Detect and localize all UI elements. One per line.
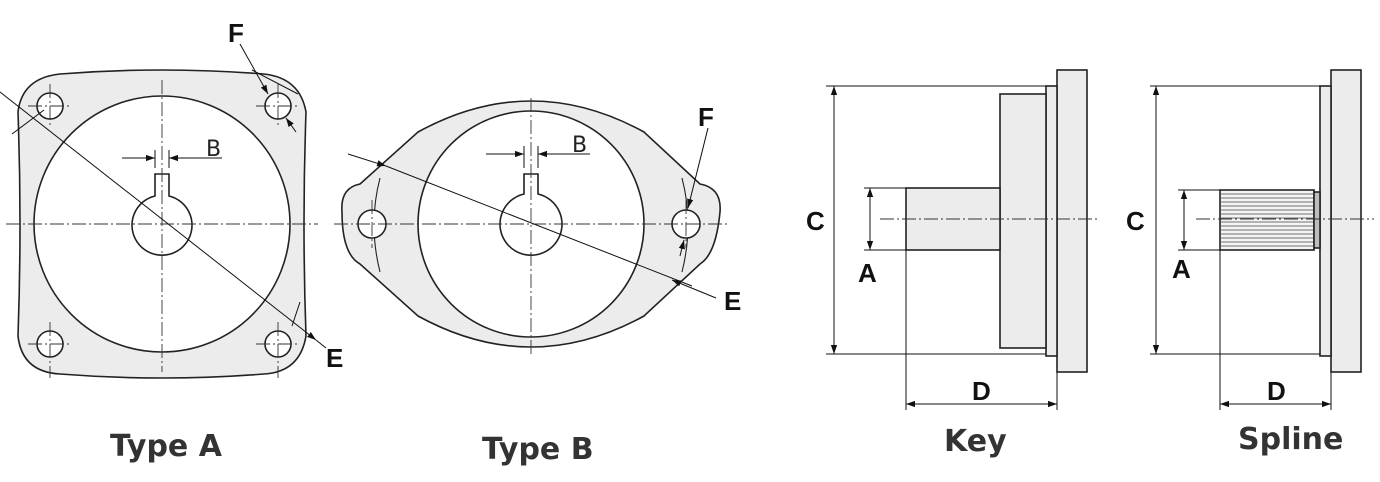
spline-label-a: A: [1172, 254, 1191, 284]
spline-flange-plate: [1330, 69, 1362, 373]
type-b-flange-view: F B E Type B: [334, 98, 741, 467]
spline-teeth: [1220, 193, 1314, 247]
key-flange-step: [1045, 85, 1058, 357]
type-b-label-e: E: [724, 286, 741, 316]
key-caption: Key: [944, 424, 1007, 459]
spline-label-d: D: [1267, 376, 1286, 406]
key-label-c: C: [806, 206, 825, 236]
type-a-label-e: E: [326, 343, 343, 373]
key-pilot-boss: [999, 93, 1047, 349]
key-shaft-side-view: C A D Key: [806, 69, 1100, 459]
key-label-d: D: [972, 376, 991, 406]
spline-shaft-side-view: C A D Spline: [1126, 69, 1374, 457]
type-a-flange-view: F B E Type A: [0, 18, 343, 464]
spline-flange-step: [1319, 85, 1332, 357]
type-b-caption: Type B: [482, 432, 594, 467]
type-b-label-b: B: [572, 133, 587, 158]
type-a-caption: Type A: [110, 429, 223, 464]
spline-caption: Spline: [1238, 422, 1343, 457]
spline-collar: [1313, 191, 1321, 249]
type-a-label-b: B: [206, 137, 221, 162]
type-b-label-f: F: [698, 102, 714, 132]
key-label-a: A: [858, 258, 877, 288]
key-flange-plate: [1056, 69, 1088, 373]
spline-label-c: C: [1126, 206, 1145, 236]
spline-shaft-body: [1219, 189, 1315, 251]
type-a-label-f: F: [228, 18, 244, 48]
